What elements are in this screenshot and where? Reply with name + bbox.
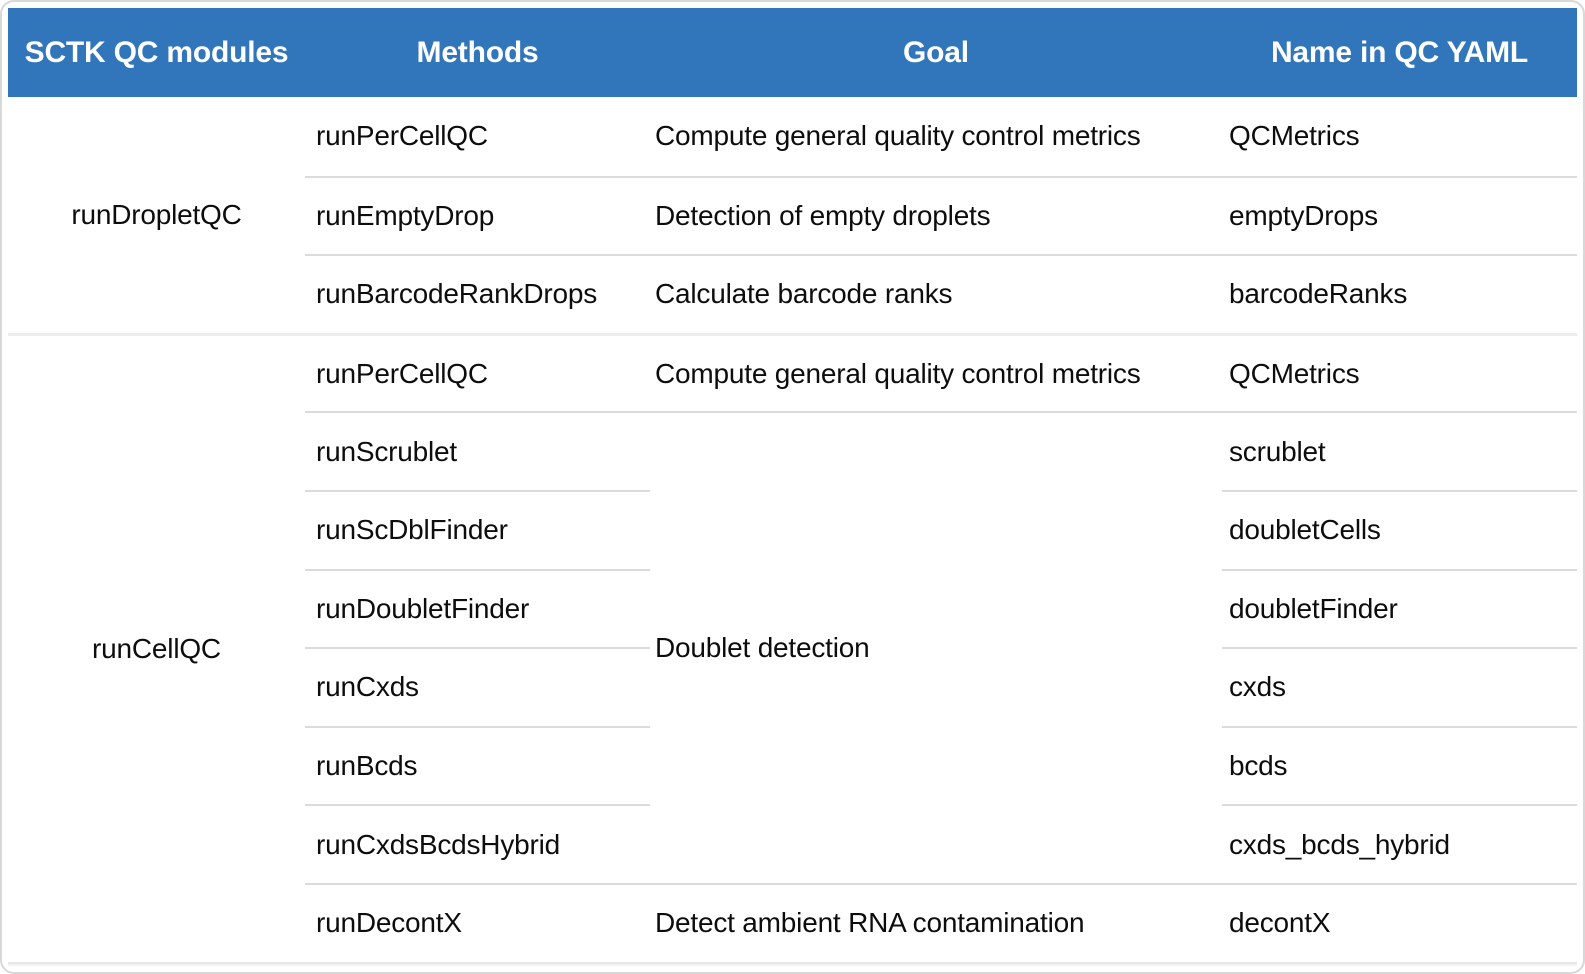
method-cell: runDecontX: [305, 882, 650, 962]
module-cell-rundropletqc: runDropletQC: [71, 198, 242, 230]
goal-cell-doublet-detection: Doublet detection: [650, 411, 1222, 883]
yaml-name-cell: QCMetrics: [1222, 332, 1577, 412]
method-cell: runDoubletFinder: [305, 568, 650, 648]
yaml-name-cell: barcodeRanks: [1222, 254, 1577, 333]
yaml-name-cell: doubletCells: [1222, 489, 1577, 569]
yaml-name-cell: emptyDrops: [1222, 175, 1577, 255]
table-grid: SCTK QC modules Methods Goal Name in QC …: [8, 8, 1577, 966]
goal-cell: Detect ambient RNA contamination: [650, 882, 1222, 962]
yaml-name-cell: doubletFinder: [1222, 568, 1577, 648]
method-cell: runScrublet: [305, 411, 650, 490]
yaml-name-cell: cxds_bcds_hybrid: [1222, 804, 1577, 883]
method-cell: runBarcodeRankDrops: [305, 254, 650, 333]
method-cell: runCxdsBcdsHybrid: [305, 804, 650, 883]
yaml-name-cell: cxds: [1222, 647, 1577, 726]
yaml-name-cell: scrublet: [1222, 411, 1577, 490]
goal-cell: Calculate barcode ranks: [650, 254, 1222, 333]
method-cell: runCxds: [305, 647, 650, 726]
method-cell: runBcds: [305, 725, 650, 805]
goal-cell: Compute general quality control metrics: [655, 120, 1141, 152]
column-header-methods: Methods: [305, 8, 650, 97]
goal-cell: Detection of empty droplets: [650, 175, 1222, 255]
method-cell: runPerCellQC: [316, 120, 488, 152]
column-header-sctk-qc-modules: SCTK QC modules: [8, 8, 305, 97]
yaml-name-cell: bcds: [1222, 725, 1577, 805]
yaml-name-cell: decontX: [1222, 882, 1577, 962]
yaml-name-cell: QCMetrics: [1229, 120, 1360, 152]
method-cell: runPerCellQC: [305, 332, 650, 412]
method-cell: runScDblFinder: [305, 489, 650, 569]
module-cell-runcellqc: runCellQC: [8, 332, 305, 962]
goal-cell: Compute general quality control metrics: [650, 332, 1222, 412]
column-header-goal: Goal: [650, 8, 1222, 97]
method-cell: runEmptyDrop: [305, 175, 650, 255]
column-header-name-in-qc-yaml: Name in QC YAML: [1222, 8, 1577, 97]
table-bottom-border: [8, 961, 1577, 966]
